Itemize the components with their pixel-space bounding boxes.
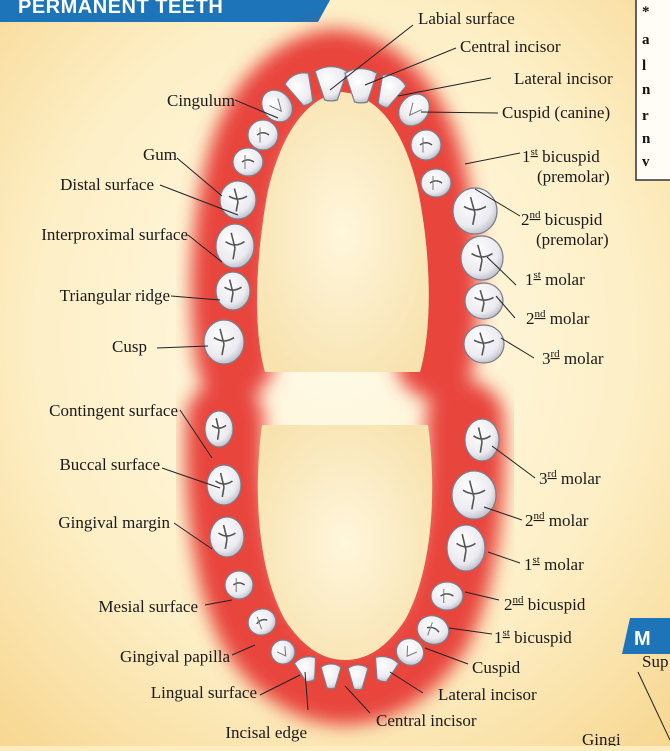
label-upper-cuspid: Cuspid (canine) [502, 103, 610, 122]
tooth [204, 320, 244, 364]
tooth [233, 148, 263, 176]
tooth [220, 181, 256, 219]
label-lower-3rd-molar-text: molar [557, 469, 601, 488]
label-mesial-surface: Mesial surface [98, 597, 198, 616]
label-upper-1st-bicuspid-number: 1 [522, 147, 531, 166]
label-lower-3rd-molar-number: 3 [539, 469, 548, 488]
label-upper-2nd-bicuspid-line2: (premolar) [536, 230, 609, 249]
label-upper-2nd-bicuspid-text: bicuspid [541, 210, 603, 229]
tooth [210, 517, 244, 557]
label-buccal-surface: Buccal surface [59, 455, 160, 474]
label-upper-1st-molar-ordinal: st [534, 269, 541, 281]
label-gingival-margin: Gingival margin [58, 513, 170, 532]
label-lower-lateral-incisor: Lateral incisor [438, 685, 537, 704]
label-lower-cuspid: Cuspid [472, 658, 521, 677]
label-upper-2nd-bicuspid-number: 2 [521, 210, 530, 229]
label-contingent-surface: Contingent surface [49, 401, 178, 420]
page-title: PERMANENT TEETH [18, 0, 223, 18]
label-upper-3rd-molar-text: molar [560, 349, 604, 368]
note-line: a [642, 32, 650, 48]
note-line: n [642, 82, 651, 98]
label-cusp: Cusp [112, 337, 147, 356]
note-line: l [642, 58, 646, 74]
label-upper-1st-bicuspid-ordinal: st [531, 146, 538, 158]
label-lower-2nd-bicuspid-text: bicuspid [524, 595, 586, 614]
label-distal-surface: Distal surface [60, 175, 154, 194]
label-interproximal-surface: Interproximal surface [41, 225, 188, 244]
tooth [411, 130, 441, 160]
note-line: n [642, 131, 651, 147]
label-lower-2nd-molar-number: 2 [525, 511, 534, 530]
label-lower-1st-bicuspid-ordinal: st [503, 627, 510, 639]
label-sup-cutoff: Sup [642, 652, 668, 671]
tooth [447, 525, 485, 571]
label-gingi-cutoff: Gingi [582, 730, 621, 746]
tooth [465, 283, 503, 319]
label-labial-surface: Labial surface [418, 9, 515, 28]
title-banner: PERMANENT TEETH [0, 0, 330, 22]
label-gum: Gum [143, 145, 177, 164]
note-line: * [642, 4, 650, 20]
label-triangular-ridge: Triangular ridge [60, 286, 170, 305]
label-lower-2nd-molar-text: molar [545, 511, 589, 530]
label-upper-lateral-incisor: Lateral incisor [514, 69, 613, 88]
label-upper-3rd-molar-number: 3 [542, 349, 551, 368]
tooth [421, 169, 451, 197]
side-banner: M [622, 618, 670, 654]
label-lower-1st-molar-ordinal: st [533, 554, 540, 566]
tooth [452, 471, 496, 519]
tooth [205, 411, 233, 447]
label-upper-1st-bicuspid-text: bicuspid [538, 147, 600, 166]
label-lower-2nd-molar-ordinal: nd [534, 510, 546, 522]
label-lower-1st-bicuspid-number: 1 [494, 628, 503, 647]
label-lower-central-incisor: Central incisor [376, 711, 477, 730]
tooth [225, 571, 253, 599]
label-lower-1st-molar-number: 1 [524, 555, 533, 574]
label-upper-1st-bicuspid-line2: (premolar) [537, 167, 610, 186]
label-upper-2nd-molar-ordinal: nd [535, 308, 547, 320]
tooth [453, 188, 497, 234]
label-cingulum: Cingulum [167, 91, 235, 110]
tooth [464, 325, 504, 363]
label-lingual-surface: Lingual surface [151, 683, 257, 702]
label-upper-2nd-molar-text: molar [546, 309, 590, 328]
side-banner-letter: M [634, 628, 651, 650]
tooth [465, 419, 499, 461]
label-upper-2nd-bicuspid-ordinal: nd [530, 209, 542, 221]
label-gingival-papilla: Gingival papilla [120, 647, 230, 666]
tooth [431, 582, 463, 610]
label-lower-2nd-bicuspid-number: 2 [504, 595, 513, 614]
label-upper-1st-molar-text: molar [541, 270, 585, 289]
label-lower-1st-bicuspid-text: bicuspid [510, 628, 572, 647]
note-line: r [642, 108, 649, 124]
label-lower-2nd-bicuspid-ordinal: nd [513, 594, 525, 606]
label-upper-central-incisor: Central incisor [460, 37, 561, 56]
label-lower-1st-molar-text: molar [540, 555, 584, 574]
label-upper-2nd-molar-number: 2 [526, 309, 535, 328]
label-incisal-edge: Incisal edge [225, 723, 307, 742]
tooth [248, 120, 278, 150]
note-line: v [642, 154, 650, 170]
label-upper-1st-molar-number: 1 [525, 270, 534, 289]
tooth [216, 272, 250, 310]
tooth [461, 236, 503, 280]
